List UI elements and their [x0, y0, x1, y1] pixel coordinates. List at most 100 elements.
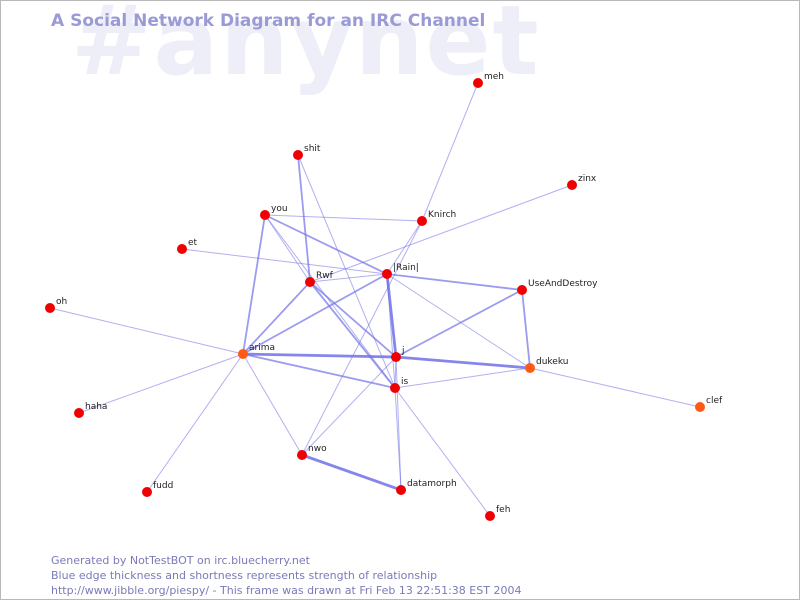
node-label-clef: clef: [706, 396, 723, 406]
footer: Generated by NotTestBOT on irc.bluecherr…: [51, 553, 521, 598]
edge-UseAndDestroy-j: [395, 289, 523, 358]
edge-Knirch-nwo: [301, 220, 423, 456]
edge-Rwf-Rain: [309, 273, 388, 283]
edge-is-feh: [394, 387, 491, 517]
edge-Rain-dukeku: [386, 273, 531, 369]
node-feh: feh: [485, 505, 510, 521]
node-j: j: [391, 346, 405, 362]
node-fudd: fudd: [142, 481, 173, 497]
edge-nwo-datamorph: [301, 453, 402, 492]
edge-zinx-Rwf: [309, 184, 573, 283]
edge-is-datamorph: [394, 387, 402, 491]
node-label-feh: feh: [496, 505, 510, 515]
node-Rain: |Rain|: [382, 263, 419, 279]
edge-you-Rain: [264, 214, 388, 275]
node-shit: shit: [293, 144, 321, 160]
node-label-Knirch: Knirch: [428, 210, 456, 220]
node-dot-Rain: [382, 269, 392, 279]
node-dot-zinx: [567, 180, 577, 190]
node-dot-datamorph: [396, 485, 406, 495]
node-label-j: j: [401, 346, 405, 356]
edge-j-nwo: [301, 356, 397, 456]
edge-Rwf-j: [309, 281, 397, 358]
edge-is-dukeku: [394, 367, 531, 389]
node-label-et: et: [188, 238, 198, 248]
edge-you-Rwf: [264, 214, 311, 283]
edge-Rain-is: [386, 273, 396, 389]
node-dot-dukeku: [525, 363, 535, 373]
node-is: is: [390, 377, 409, 393]
node-dot-meh: [473, 78, 483, 88]
edge-j-dukeku: [395, 355, 531, 370]
node-dot-clef: [695, 402, 705, 412]
node-label-fudd: fudd: [153, 481, 173, 491]
node-UseAndDestroy: UseAndDestroy: [517, 279, 598, 295]
edge-shit-is: [297, 154, 396, 389]
node-you: you: [260, 204, 288, 220]
edge-you-arima: [242, 214, 266, 355]
node-dot-Knirch: [417, 216, 427, 226]
node-dot-you: [260, 210, 270, 220]
node-dot-haha: [74, 408, 84, 418]
footer-timestamp: http://www.jibble.org/piespy/ - This fra…: [51, 584, 522, 597]
edges-layer: [49, 82, 701, 517]
node-label-you: you: [271, 204, 288, 214]
node-dot-Rwf: [305, 277, 315, 287]
node-zinx: zinx: [567, 174, 597, 190]
edge-arima-j: [242, 352, 397, 359]
edge-Rwf-arima: [242, 281, 311, 355]
edge-arima-haha: [78, 353, 244, 414]
node-dot-nwo: [297, 450, 307, 460]
node-label-oh: oh: [56, 297, 67, 307]
node-clef: clef: [695, 396, 723, 412]
edge-Rain-j: [385, 273, 398, 358]
footer-legend-note: Blue edge thickness and shortness repres…: [51, 569, 438, 582]
edge-dukeku-clef: [529, 367, 701, 408]
node-dot-et: [177, 244, 187, 254]
edge-Rwf-is: [309, 281, 396, 389]
node-dot-arima: [238, 349, 248, 359]
node-label-is: is: [401, 377, 409, 387]
node-label-dukeku: dukeku: [536, 357, 568, 367]
node-label-nwo: nwo: [308, 444, 327, 454]
node-Knirch: Knirch: [417, 210, 456, 226]
node-oh: oh: [45, 297, 67, 313]
edge-Knirch-Rain: [386, 220, 423, 275]
edge-arima-is: [242, 353, 396, 389]
node-label-UseAndDestroy: UseAndDestroy: [528, 279, 598, 289]
node-label-Rain: |Rain|: [393, 263, 419, 273]
edge-you-is: [264, 214, 396, 389]
channel-watermark: #anynet: [71, 0, 541, 97]
node-dot-j: [391, 352, 401, 362]
node-dot-is: [390, 383, 400, 393]
edge-meh-Knirch: [421, 82, 479, 222]
footer-generated-by: Generated by NotTestBOT on irc.bluecherr…: [51, 554, 310, 567]
edge-shit-Rwf: [297, 154, 311, 283]
node-dot-oh: [45, 303, 55, 313]
node-dot-feh: [485, 511, 495, 521]
diagram-title: A Social Network Diagram for an IRC Chan…: [51, 11, 486, 31]
node-dot-fudd: [142, 487, 152, 497]
node-nwo: nwo: [297, 444, 327, 460]
edge-Rain-UseAndDestroy: [386, 273, 523, 291]
edge-oh-arima: [49, 307, 244, 355]
node-meh: meh: [473, 72, 504, 88]
node-Rwf: Rwf: [305, 271, 334, 287]
node-arima: arima: [238, 343, 275, 359]
node-et: et: [177, 238, 198, 254]
node-dot-shit: [293, 150, 303, 160]
edge-et-Rain: [181, 248, 388, 275]
edge-arima-fudd: [146, 353, 244, 493]
node-datamorph: datamorph: [396, 479, 457, 495]
node-label-zinx: zinx: [578, 174, 597, 184]
node-label-datamorph: datamorph: [407, 479, 457, 489]
node-label-shit: shit: [304, 144, 321, 154]
node-label-meh: meh: [484, 72, 504, 82]
node-haha: haha: [74, 402, 107, 418]
node-label-Rwf: Rwf: [316, 271, 334, 281]
edge-Rain-arima: [242, 273, 388, 355]
node-label-arima: arima: [249, 343, 275, 353]
